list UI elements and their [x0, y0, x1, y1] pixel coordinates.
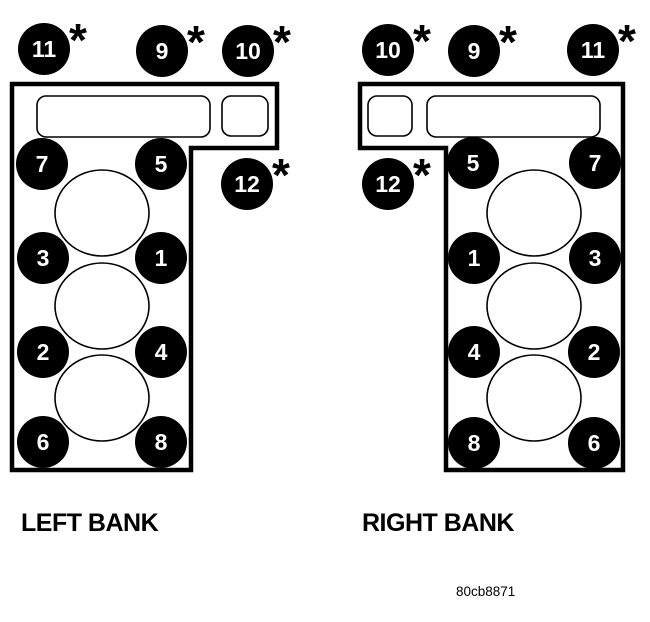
bolt-number: 9: [468, 38, 481, 64]
left-head-outline: [9, 81, 280, 473]
bolt-number: 9: [156, 38, 169, 64]
cylinder-bore: [54, 262, 150, 350]
cylinder-bore: [486, 354, 582, 442]
bolt-11: 11 *: [18, 14, 87, 75]
bolt-3: 3: [569, 232, 621, 284]
bolt-circle: [567, 24, 619, 76]
gasket-slot: [367, 95, 413, 137]
asterisk-icon: *: [187, 16, 205, 68]
bolt-circle: [447, 137, 499, 189]
bolt-circle: [362, 158, 414, 210]
bolt-10: 10 *: [222, 16, 291, 77]
asterisk-icon: *: [272, 149, 290, 201]
asterisk-icon: *: [618, 15, 636, 67]
bolt-circle: [222, 25, 274, 77]
bolt-5: 5: [447, 137, 499, 189]
bolt-number: 8: [468, 430, 481, 456]
bolt-1: 1: [448, 232, 500, 284]
bolt-6: 6: [17, 416, 69, 468]
bolt-number: 4: [468, 339, 481, 365]
bolt-number: 5: [467, 150, 480, 176]
bolt-6: 6: [568, 417, 620, 469]
bolt-circle: [568, 417, 620, 469]
bolt-number: 3: [589, 245, 602, 271]
bolt-circle: [448, 25, 500, 77]
bolt-number: 6: [588, 430, 601, 456]
bolt-number: 11: [32, 36, 57, 62]
cylinder-bore: [486, 169, 582, 257]
bolt-circle: [17, 326, 69, 378]
bolt-2: 2: [568, 326, 620, 378]
asterisk-icon: *: [413, 149, 431, 201]
bolt-circle: [18, 23, 70, 75]
bolt-number: 7: [36, 151, 49, 177]
right-head-outline: [357, 81, 626, 473]
bolt-circle: [569, 137, 621, 189]
asterisk-icon: *: [69, 14, 87, 66]
gasket-slot: [36, 95, 211, 138]
bolt-circle: [16, 138, 68, 190]
bolt-circle: [135, 138, 187, 190]
bolt-9: 9*: [448, 16, 517, 77]
bolt-number: 4: [155, 339, 168, 365]
bolt-number: 2: [588, 339, 601, 365]
bolt-9: 9*: [136, 16, 205, 77]
bolt-5: 5: [135, 138, 187, 190]
bolt-8: 8: [135, 416, 187, 468]
right-bank-label: RIGHT BANK: [362, 509, 514, 537]
bolt-11: 11 *: [567, 15, 636, 76]
bolt-1: 1: [135, 232, 187, 284]
bolt-12: 12 *: [362, 149, 431, 210]
bolt-7: 7: [16, 138, 68, 190]
bolt-number: 2: [37, 339, 50, 365]
cylinder-bore: [54, 169, 150, 257]
bolt-number: 11: [581, 37, 606, 63]
bolt-circle: [448, 232, 500, 284]
bolt-7: 7: [569, 137, 621, 189]
bolt-circle: [17, 416, 69, 468]
bolt-3: 3: [17, 232, 69, 284]
bolt-number: 5: [155, 151, 168, 177]
bolt-circle: [569, 232, 621, 284]
bolt-circle: [448, 417, 500, 469]
bolt-circle: [135, 326, 187, 378]
gasket-slot: [426, 95, 601, 138]
bolt-number: 12: [375, 171, 401, 197]
bolt-number: 6: [37, 429, 50, 455]
figure-code: 80cb8871: [456, 584, 516, 599]
bolt-circle: [136, 25, 188, 77]
bolt-circle: [135, 232, 187, 284]
bolt-circle: [568, 326, 620, 378]
bolt-number: 12: [234, 171, 260, 197]
bolt-circle: [448, 326, 500, 378]
bolt-number: 8: [155, 429, 168, 455]
bolt-number: 10: [235, 38, 261, 64]
asterisk-icon: *: [499, 16, 517, 68]
bolt-circle: [17, 232, 69, 284]
bolt-2: 2: [17, 326, 69, 378]
bolt-circle: [362, 24, 414, 76]
bolt-number: 1: [155, 245, 168, 271]
bolt-10: 10 *: [362, 15, 431, 76]
bolt-circle: [135, 416, 187, 468]
bolt-4: 4: [448, 326, 500, 378]
asterisk-icon: *: [273, 16, 291, 68]
bolt-number: 10: [375, 37, 401, 63]
bolt-number: 3: [37, 245, 50, 271]
bolt-circle: [221, 158, 273, 210]
asterisk-icon: *: [413, 15, 431, 67]
bolt-8: 8: [448, 417, 500, 469]
bolt-number: 1: [468, 245, 481, 271]
bolt-4: 4: [135, 326, 187, 378]
cylinder-bore: [486, 262, 582, 350]
gasket-slot: [221, 95, 269, 137]
bolt-12: 12 *: [221, 149, 290, 210]
left-bank-label: LEFT BANK: [21, 509, 159, 537]
cylinder-bore: [54, 354, 150, 442]
bolt-number: 7: [589, 150, 602, 176]
